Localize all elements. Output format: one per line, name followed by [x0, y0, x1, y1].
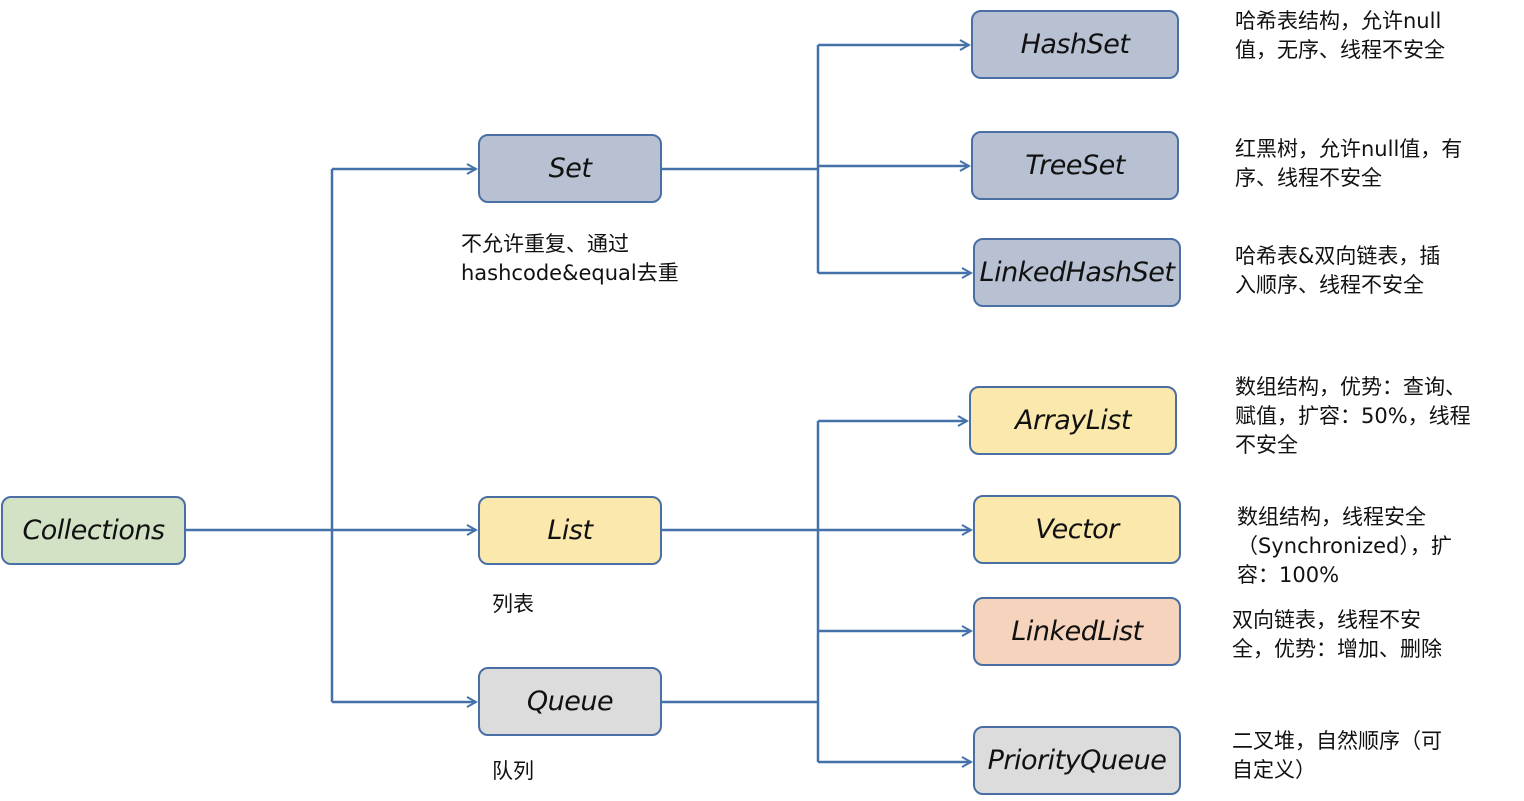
note-arraylist-line-3: 不安全	[1235, 433, 1298, 457]
node-queue: Queue	[478, 667, 662, 736]
node-linkedlist: LinkedList	[973, 597, 1181, 666]
node-vector: Vector	[973, 495, 1181, 564]
note-treeset: 红黑树，允许null值，有 序、线程不安全	[1235, 135, 1462, 193]
note-arraylist-line-2: 赋值，扩容：50%，线程	[1235, 404, 1471, 428]
note-vector: 数组结构，线程安全 （Synchronized），扩 容：100%	[1237, 503, 1452, 590]
note-priorityqueue-line-1: 二叉堆，自然顺序（可	[1232, 729, 1442, 753]
note-priorityqueue-line-2: 自定义）	[1232, 758, 1316, 782]
note-vector-line-1: 数组结构，线程安全	[1237, 505, 1426, 529]
note-priorityqueue: 二叉堆，自然顺序（可 自定义）	[1232, 727, 1442, 785]
node-treeset: TreeSet	[971, 131, 1179, 200]
note-treeset-line-2: 序、线程不安全	[1235, 166, 1382, 190]
note-set: 不允许重复、通过 hashcode&equal去重	[461, 230, 679, 288]
note-linkedhashset-line-2: 入顺序、线程不安全	[1235, 273, 1424, 297]
note-vector-line-2: （Synchronized），扩	[1237, 534, 1452, 558]
note-treeset-line-1: 红黑树，允许null值，有	[1235, 137, 1463, 161]
note-hashset-line-2: 值，无序、线程不安全	[1235, 38, 1445, 62]
node-priorityqueue: PriorityQueue	[973, 726, 1181, 795]
note-vector-line-3: 容：100%	[1237, 563, 1340, 587]
node-linkedhashset: LinkedHashSet	[973, 238, 1181, 307]
note-linkedhashset: 哈希表&双向链表，插 入顺序、线程不安全	[1235, 242, 1440, 300]
note-list: 列表	[492, 590, 534, 619]
note-arraylist-line-1: 数组结构，优势：查询、	[1235, 375, 1466, 399]
note-arraylist: 数组结构，优势：查询、 赋值，扩容：50%，线程 不安全	[1235, 373, 1471, 460]
note-set-line-1: 不允许重复、通过	[461, 232, 629, 256]
note-linkedlist-line-2: 全，优势：增加、删除	[1232, 637, 1442, 661]
note-list-line-1: 列表	[492, 592, 534, 616]
note-hashset-line-1: 哈希表结构，允许null	[1235, 9, 1442, 33]
node-list: List	[478, 496, 662, 565]
note-queue: 队列	[492, 757, 534, 786]
note-hashset: 哈希表结构，允许null 值，无序、线程不安全	[1235, 7, 1445, 65]
note-set-line-2: hashcode&equal去重	[461, 261, 679, 285]
node-arraylist: ArrayList	[969, 386, 1177, 455]
node-hashset: HashSet	[971, 10, 1179, 79]
note-linkedhashset-line-1: 哈希表&双向链表，插	[1235, 244, 1441, 268]
note-queue-line-1: 队列	[492, 759, 534, 783]
note-linkedlist-line-1: 双向链表，线程不安	[1232, 608, 1421, 632]
node-collections: Collections	[1, 496, 186, 565]
note-linkedlist: 双向链表，线程不安 全，优势：增加、删除	[1232, 606, 1442, 664]
node-set: Set	[478, 134, 662, 203]
